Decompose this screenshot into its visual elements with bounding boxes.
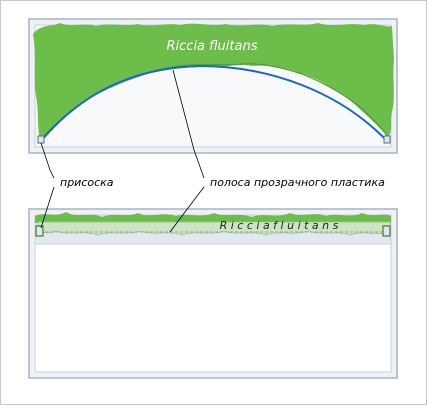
plastic-strip-label: полоса прозрачного пластика bbox=[210, 176, 385, 189]
suction-cup-left-bottom bbox=[35, 225, 44, 237]
plant-label-top: Riccia fluitans bbox=[167, 39, 258, 54]
top-tank: Riccia fluitans bbox=[28, 18, 398, 154]
suction-cup-right-top bbox=[383, 135, 391, 144]
bottom-tank-inner bbox=[34, 243, 392, 373]
leader-plastic-top bbox=[172, 69, 205, 179]
leader-suction-bottom bbox=[40, 186, 55, 229]
plant-label-bottom: R i c c i a f l u i t a n s bbox=[220, 219, 339, 232]
bottom-moss-strip bbox=[35, 212, 391, 223]
suction-cup-label: присоска bbox=[60, 176, 114, 189]
bottom-tank: R i c c i a f l u i t a n s bbox=[28, 208, 398, 379]
suction-cup-left-top bbox=[37, 135, 45, 144]
callouts: присоска полоса прозрачного пластика bbox=[40, 69, 385, 233]
top-moss-carpet bbox=[33, 23, 394, 140]
leader-suction-top bbox=[40, 142, 55, 179]
leader-plastic-bottom bbox=[169, 186, 205, 233]
suction-cup-right-bottom bbox=[382, 225, 391, 237]
plastic-strip-arch bbox=[40, 64, 388, 142]
